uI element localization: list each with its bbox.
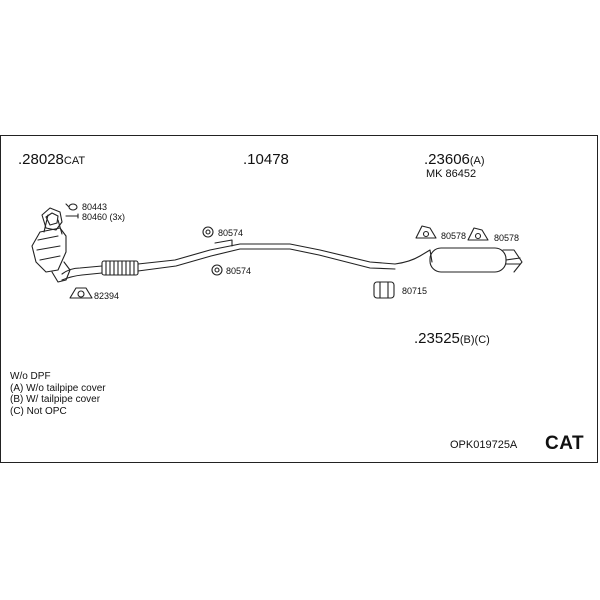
rear-silencer-a-part-number: .23606(A) [424, 152, 485, 167]
fitting-label-80715: 80715 [402, 286, 428, 296]
fitting-label-80578-right: 80578 [494, 233, 520, 243]
catalyst-converter [31, 207, 71, 283]
fitting-label-80443: 80443 [82, 202, 108, 212]
clamp-82394-shape [69, 287, 93, 299]
catalyst-suffix: CAT [63, 155, 86, 167]
hanger-80574-top-shape [202, 226, 214, 238]
note-line: W/o DPF [10, 371, 51, 382]
hanger-80574-bottom-shape [211, 264, 223, 276]
gasket-80443-shape [65, 203, 78, 211]
catalyst-part-number: .28028CAT [18, 152, 85, 167]
catalyst-number: .28028 [18, 151, 64, 168]
fitting-label-80578-left: 80578 [441, 231, 467, 241]
note-line: (B) W/ tailpipe cover [10, 394, 101, 405]
kit-code: OPK019725A [450, 439, 518, 451]
mid-pipe-number: .10478 [243, 151, 289, 168]
rear-silencer-bc-part-number: .23525(B)(C) [414, 331, 490, 346]
note-line: (A) W/o tailpipe cover [10, 382, 106, 394]
rear-silencer-a-suffix: (A) [469, 155, 485, 167]
bolt-80460-shape [65, 213, 79, 219]
notes-block: W/o DPF (A) W/o tailpipe cover (B) W/ ta… [10, 371, 106, 417]
front-pipe [61, 239, 396, 281]
rear-silencer-a-number: .23606 [424, 151, 470, 168]
rear-silencer-bc-suffix: (B)(C) [459, 334, 490, 346]
flex-bellows [101, 260, 139, 276]
hanger-80578-right-shape [467, 227, 489, 241]
fitting-label-80574-top: 80574 [218, 228, 244, 238]
mid-pipe-part-number: .10478 [243, 152, 289, 167]
mk-reference: MK 86452 [426, 168, 477, 180]
rear-silencer-bc-number: .23525 [414, 330, 460, 347]
rear-silencer [394, 247, 523, 273]
fitting-label-82394: 82394 [94, 291, 120, 301]
clamp-80715-shape [373, 281, 395, 299]
fitting-label-80460: 80460 (3x) [82, 212, 126, 222]
note-line: (C) Not OPC [10, 405, 67, 417]
fitting-label-80574-bottom: 80574 [226, 266, 252, 276]
category-label: CAT [545, 433, 585, 454]
diagram-frame [0, 135, 598, 463]
hanger-80578-left-shape [415, 225, 437, 239]
